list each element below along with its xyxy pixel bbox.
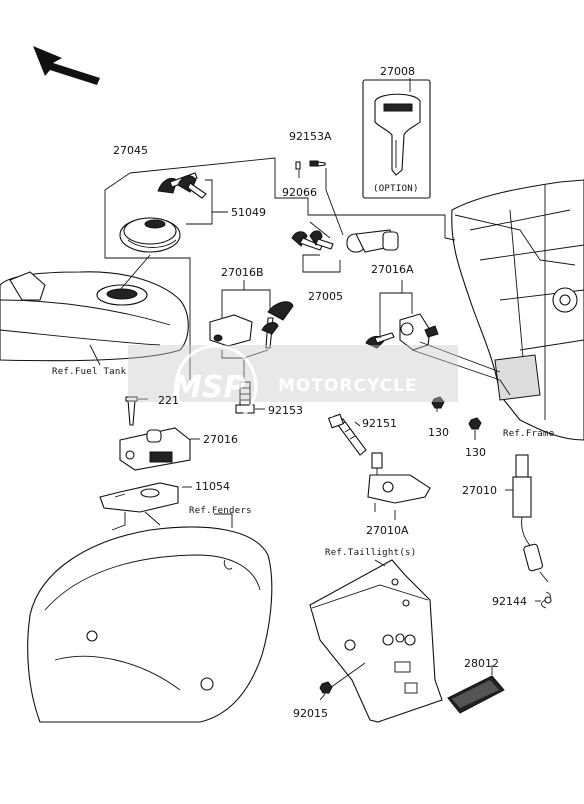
part-label-27005: 27005 [308, 290, 343, 303]
part-label-130-a: 130 [428, 426, 449, 439]
keys-51049-drawing [157, 172, 207, 199]
watermark-logo-ring [174, 344, 258, 428]
bolt-92153-drawing [235, 381, 255, 414]
lock-27016-drawing [119, 427, 191, 471]
fuel-tank-drawing [0, 271, 189, 362]
watermark: MSP MOTORCYCLE SPARE PARTS [128, 344, 458, 428]
nut-92015-drawing [319, 681, 333, 694]
pin-92066-drawing [295, 160, 326, 170]
part-label-92153: 92153 [268, 404, 303, 417]
ref-fuel-tank: Ref.Fuel Tank [52, 367, 127, 377]
part-label-27010A: 27010A [366, 524, 409, 537]
part-label-92151: 92151 [362, 417, 397, 430]
part-label-27010: 27010 [462, 484, 497, 497]
part-label-11054: 11054 [195, 480, 230, 493]
part-label-27016: 27016 [203, 433, 238, 446]
ignition-switch-27005-drawing [291, 229, 399, 253]
part-label-27008: 27008 [380, 65, 415, 78]
part-label-28012: 28012 [464, 657, 499, 670]
part-label-92153A: 92153A [289, 130, 332, 143]
ref-taillights: Ref.Taillight(s) [325, 548, 417, 558]
taillight-housing-drawing [309, 559, 443, 723]
watermark-band [128, 345, 458, 402]
ref-fenders: Ref.Fenders [189, 506, 252, 516]
part-label-27045: 27045 [113, 144, 148, 157]
watermark-logo: MSP [172, 370, 245, 405]
fuel-cap-drawing [119, 217, 181, 253]
part-label-27016A: 27016A [371, 263, 414, 276]
option-key-box [362, 79, 431, 199]
watermark-subtitle: SPARE PARTS [280, 406, 399, 421]
switch-27010A-drawing [367, 452, 431, 512]
option-label: (OPTION) [373, 184, 419, 194]
frame-drawing [451, 179, 584, 441]
nut-130-drawing [431, 396, 482, 430]
part-label-92015: 92015 [293, 707, 328, 720]
screw-221-drawing [125, 396, 138, 426]
part-label-130-b: 130 [465, 446, 486, 459]
part-label-221: 221 [158, 394, 179, 407]
part-label-27016B: 27016B [221, 266, 264, 279]
part-label-92066: 92066 [282, 186, 317, 199]
part-label-51049: 51049 [231, 206, 266, 219]
bolt-92151-drawing [327, 413, 367, 456]
bracket-11054-drawing [99, 482, 179, 513]
ref-frame: Ref.Frame [503, 429, 554, 439]
watermark-title: MOTORCYCLE [278, 376, 418, 396]
part-label-92144: 92144 [492, 595, 527, 608]
fender-drawing [27, 526, 273, 723]
seat-lock-27016B-drawing [209, 301, 294, 349]
leader-lines [89, 78, 541, 701]
direction-arrow-icon [33, 46, 100, 85]
spring-92144-drawing [541, 591, 552, 609]
reflector-drawing [447, 675, 505, 714]
switch-27010-drawing [512, 454, 549, 583]
